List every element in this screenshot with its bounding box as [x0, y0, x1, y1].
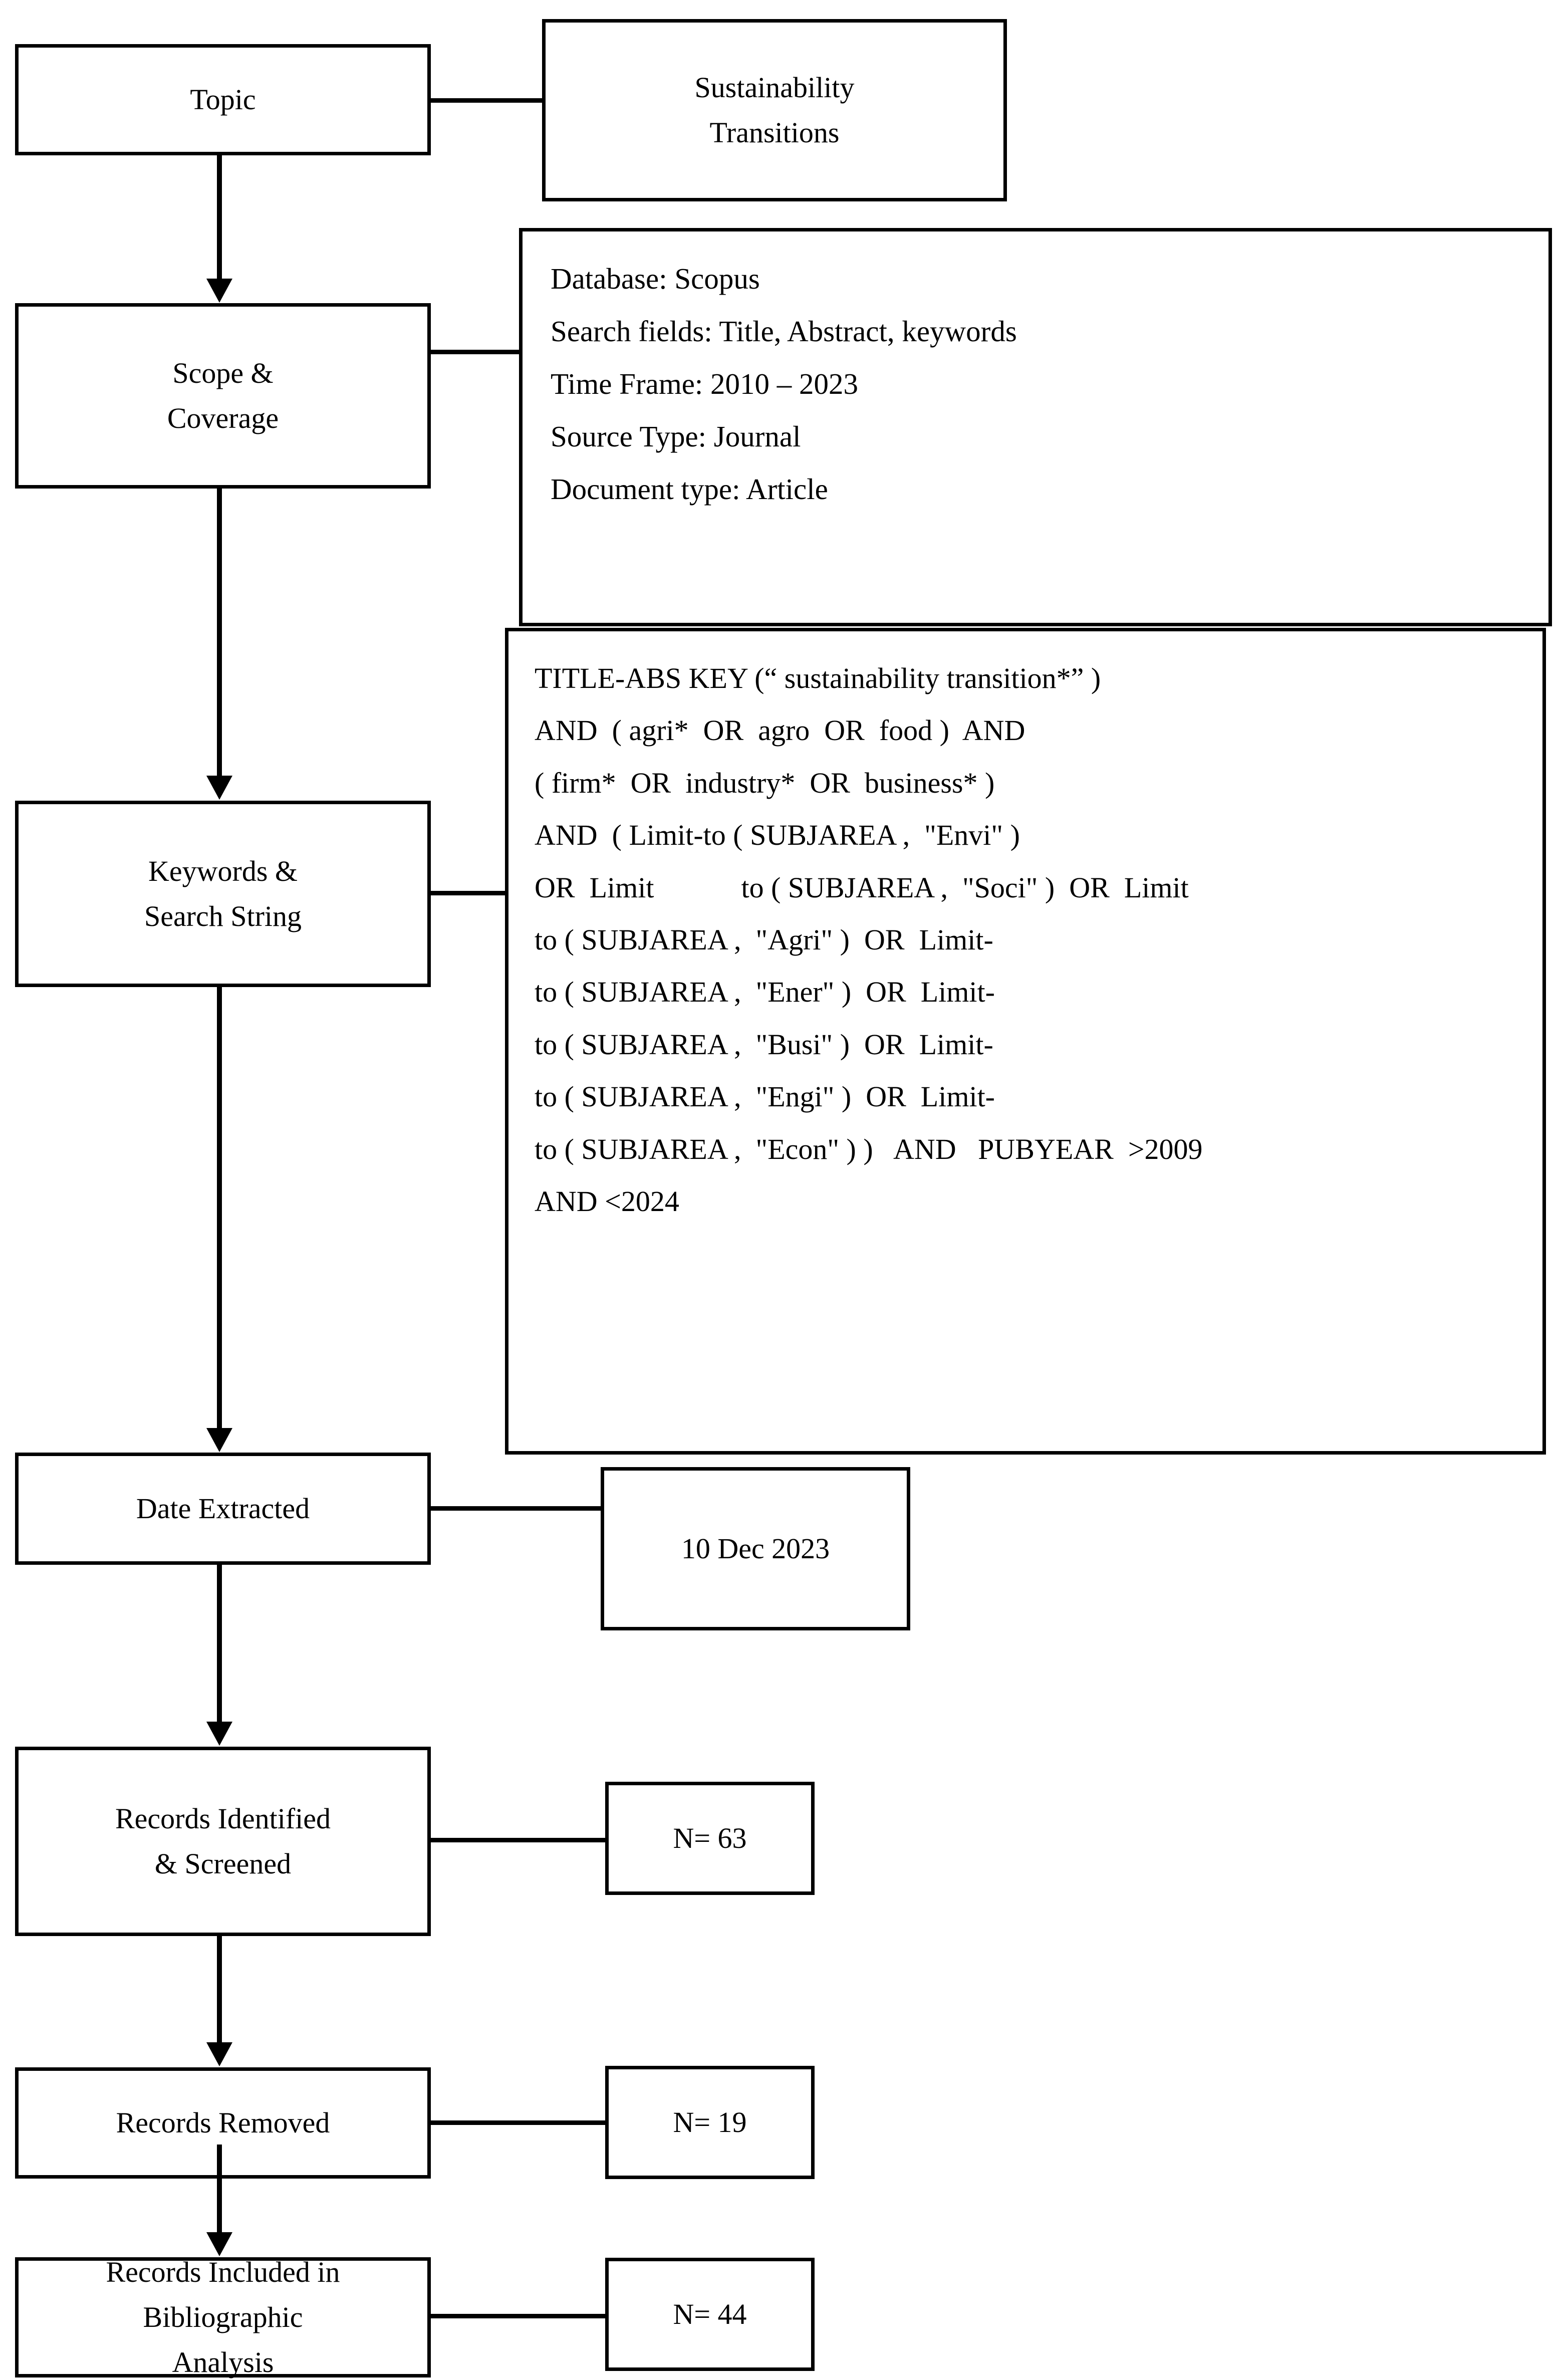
connector-date-to-identified	[217, 1563, 222, 1723]
arrowhead-keywords-to-date	[206, 1428, 232, 1452]
node-records-included-value[interactable]: N= 44	[605, 2258, 815, 2371]
connector-topic-to-topic-value	[428, 98, 545, 103]
node-search-string-line3: ( firm* OR industry* OR business* )	[535, 766, 995, 799]
node-records-removed-value[interactable]: N= 19	[605, 2066, 815, 2179]
node-search-string-line8: to ( SUBJAREA , "Busi" ) OR Limit-	[535, 1028, 993, 1061]
arrowhead-scope-to-keywords	[206, 776, 232, 800]
arrowhead-topic-to-scope	[206, 279, 232, 303]
node-scope-details-line3: Time Frame: 2010 – 2023	[551, 367, 859, 401]
connector-removed-to-included	[217, 2145, 222, 2234]
node-records-identified[interactable]: Records Identified & Screened	[15, 1747, 431, 1936]
node-topic-value-line1: Sustainability	[694, 71, 855, 104]
connector-identified-to-removed	[217, 1935, 222, 2044]
node-search-string-line9: to ( SUBJAREA , "Engi" ) OR Limit-	[535, 1080, 995, 1113]
node-search-string-line7: to ( SUBJAREA , "Ener" ) OR Limit-	[535, 976, 995, 1009]
connector-scope-to-keywords	[217, 487, 222, 777]
node-records-included-line1: Records Included in	[106, 2256, 340, 2289]
node-scope-details[interactable]: Database: Scopus Search fields: Title, A…	[519, 228, 1552, 626]
node-keywords-search-string[interactable]: Keywords & Search String	[15, 801, 431, 987]
connector-keywords-to-query	[428, 891, 508, 895]
node-topic-value-line2: Transitions	[709, 116, 840, 149]
connector-keywords-to-date	[217, 986, 222, 1429]
node-records-identified-value-label: N= 63	[673, 1822, 747, 1855]
connector-removed-to-value	[428, 2120, 608, 2125]
node-records-identified-line1: Records Identified	[115, 1802, 331, 1835]
node-search-string-line2: AND ( agri* OR agro OR food ) AND	[535, 714, 1025, 747]
node-search-string-line10: to ( SUBJAREA , "Econ" ) ) AND PUBYEAR >…	[535, 1132, 1203, 1165]
node-records-removed-value-label: N= 19	[673, 2106, 747, 2139]
node-scope-details-line4: Source Type: Journal	[551, 420, 801, 453]
node-topic-label: Topic	[190, 83, 256, 116]
connector-date-to-value	[428, 1506, 604, 1511]
node-date-extracted[interactable]: Date Extracted	[15, 1453, 431, 1565]
connector-included-to-value	[428, 2314, 608, 2318]
node-records-included-line3: Analysis	[172, 2345, 274, 2378]
node-date-extracted-label: Date Extracted	[136, 1492, 310, 1525]
node-search-string-line4: AND ( Limit-to ( SUBJAREA , "Envi" )	[535, 819, 1020, 852]
node-search-string[interactable]: TITLE-ABS KEY (“ sustainability transiti…	[505, 628, 1546, 1455]
node-records-removed[interactable]: Records Removed	[15, 2067, 431, 2179]
connector-topic-to-scope	[217, 154, 222, 280]
node-topic-value[interactable]: Sustainability Transitions	[542, 19, 1007, 201]
connector-identified-to-value	[428, 1838, 608, 1842]
node-records-removed-label: Records Removed	[116, 2106, 330, 2139]
node-scope-details-line5: Document type: Article	[551, 472, 828, 506]
node-scope-coverage[interactable]: Scope & Coverage	[15, 303, 431, 489]
node-keywords-line2: Search String	[144, 900, 302, 932]
node-scope-details-line1: Database: Scopus	[551, 262, 760, 295]
node-date-extracted-value[interactable]: 10 Dec 2023	[601, 1467, 910, 1630]
node-records-included[interactable]: Records Included in Bibliographic Analys…	[15, 2256, 431, 2378]
node-records-included-value-label: N= 44	[673, 2298, 747, 2331]
node-search-string-line5: OR Limit to ( SUBJAREA , "Soci" ) OR Lim…	[535, 871, 1189, 904]
node-records-identified-value[interactable]: N= 63	[605, 1782, 815, 1895]
arrowhead-identified-to-removed	[206, 2042, 232, 2066]
node-topic[interactable]: Topic	[15, 44, 431, 155]
node-records-included-line2: Bibliographic	[143, 2301, 303, 2334]
node-scope-coverage-line1: Scope &	[172, 357, 274, 390]
node-scope-coverage-line2: Coverage	[167, 402, 279, 434]
arrowhead-date-to-identified	[206, 1722, 232, 1746]
node-search-string-line11: AND <2024	[535, 1184, 679, 1218]
node-search-string-line6: to ( SUBJAREA , "Agri" ) OR Limit-	[535, 923, 993, 956]
node-keywords-line1: Keywords &	[148, 855, 298, 888]
arrowhead-removed-to-included	[206, 2232, 232, 2256]
node-search-string-line1: TITLE-ABS KEY (“ sustainability transiti…	[535, 662, 1101, 694]
node-scope-details-line2: Search fields: Title, Abstract, keywords	[551, 315, 1017, 348]
connector-scope-to-details	[428, 350, 524, 354]
node-records-identified-line2: & Screened	[154, 1847, 292, 1880]
node-date-extracted-value-label: 10 Dec 2023	[681, 1532, 830, 1565]
